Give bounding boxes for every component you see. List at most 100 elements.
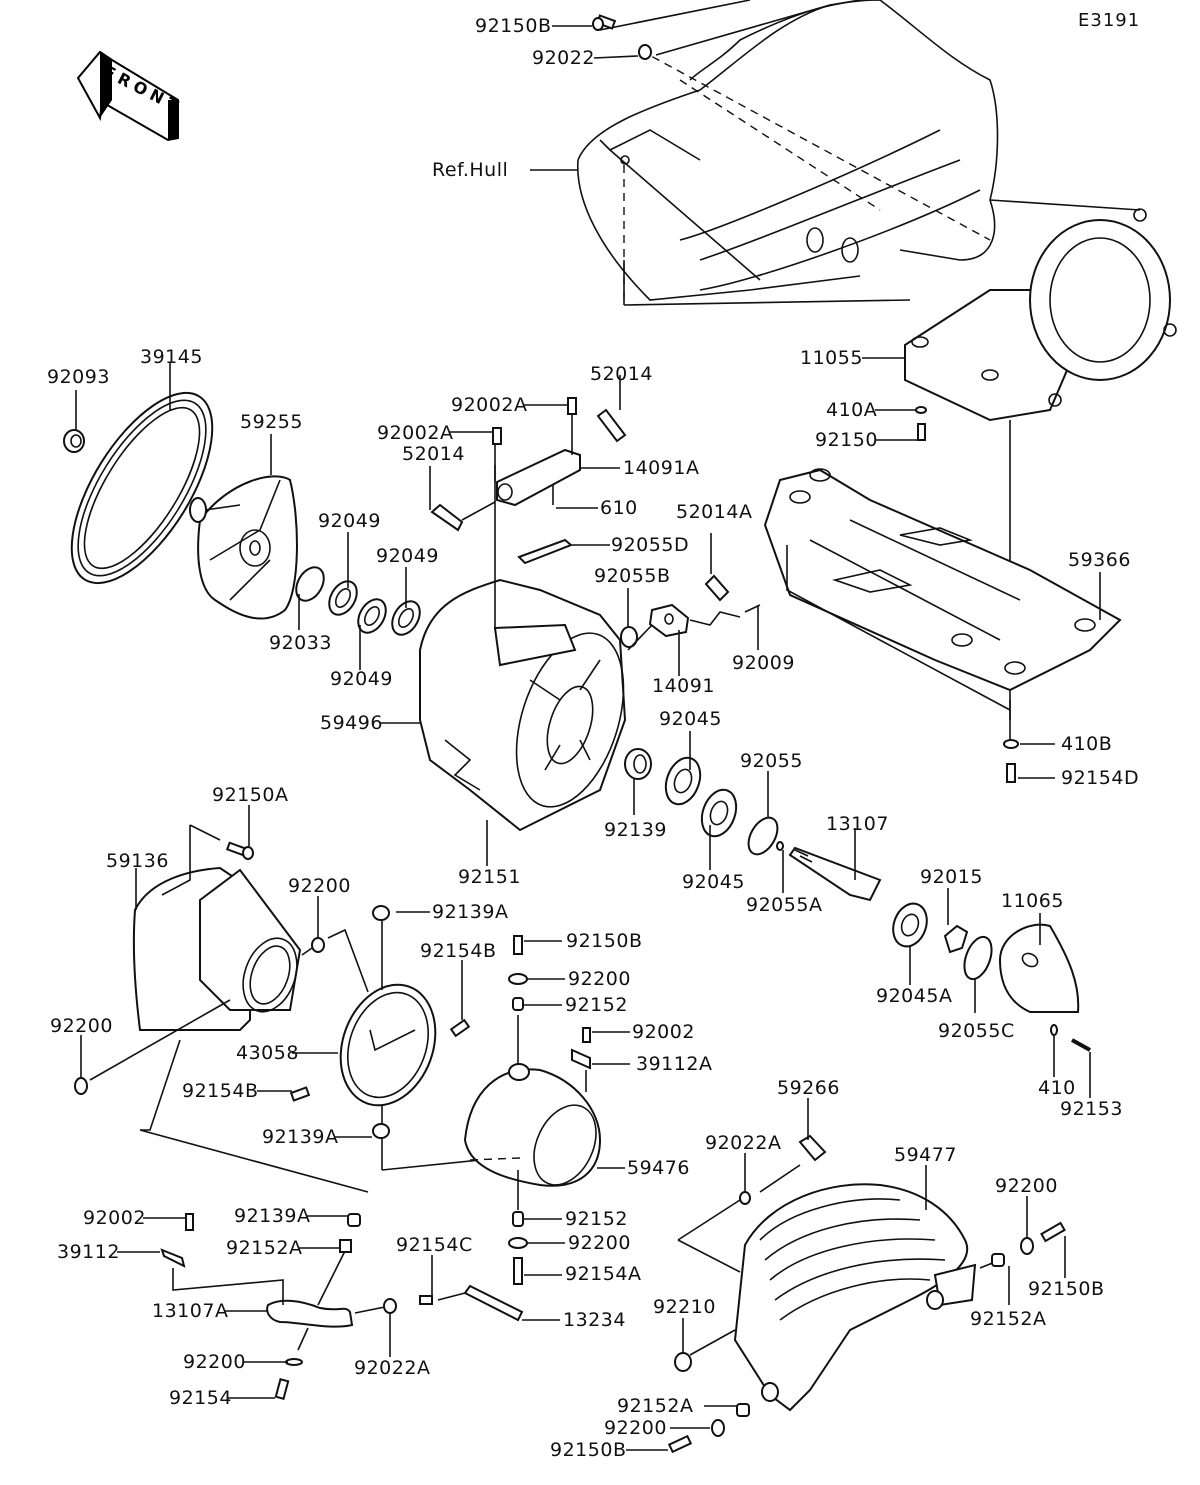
part-label-92150B[interactable]: 92150B (475, 15, 552, 37)
washer-92200-f (1020, 1237, 1034, 1255)
part-label-410[interactable]: 410 (1038, 1077, 1076, 1099)
part-label-92154A[interactable]: 92154A (565, 1263, 642, 1285)
part-label-92200[interactable]: 92200 (568, 968, 631, 990)
gasket-92055D (517, 538, 573, 565)
part-label-92045A[interactable]: 92045A (876, 985, 953, 1007)
part-label-92139A[interactable]: 92139A (262, 1126, 339, 1148)
part-label-92150B[interactable]: 92150B (566, 930, 643, 952)
part-label-52014[interactable]: 52014 (590, 363, 653, 385)
part-label-11065[interactable]: 11065 (1001, 890, 1064, 912)
part-label-92022A[interactable]: 92022A (705, 1132, 782, 1154)
part-label-14091[interactable]: 14091 (652, 675, 715, 697)
part-label-39145[interactable]: 39145 (140, 346, 203, 368)
part-label-13234[interactable]: 13234 (563, 1309, 626, 1331)
diagram-code: E3191 (1078, 10, 1141, 31)
part-label-43058[interactable]: 43058 (236, 1042, 299, 1064)
lever-39112 (160, 1248, 186, 1268)
part-label-92093[interactable]: 92093 (47, 366, 110, 388)
part-label-59366[interactable]: 59366 (1068, 549, 1131, 571)
part-label-92200[interactable]: 92200 (288, 875, 351, 897)
part-label-92009[interactable]: 92009 (732, 652, 795, 674)
part-label-11055[interactable]: 11055 (800, 347, 863, 369)
bolt-92150B-mid (513, 935, 523, 955)
part-label-92055B[interactable]: 92055B (594, 565, 671, 587)
part-label-92022[interactable]: 92022 (532, 47, 595, 69)
bolt-92002A-a (567, 397, 577, 415)
washer-410B (1003, 739, 1019, 749)
part-label-13107[interactable]: 13107 (826, 813, 889, 835)
part-label-92049[interactable]: 92049 (330, 668, 393, 690)
part-label-92154B[interactable]: 92154B (420, 940, 497, 962)
washer-410A (915, 406, 927, 414)
part-label-92154B[interactable]: 92154B (182, 1080, 259, 1102)
part-label-92200[interactable]: 92200 (568, 1232, 631, 1254)
part-label-92045[interactable]: 92045 (659, 708, 722, 730)
part-label-92055[interactable]: 92055 (740, 750, 803, 772)
part-label-610[interactable]: 610 (600, 497, 638, 519)
washer-92200-b (74, 1077, 88, 1095)
part-label-92200[interactable]: 92200 (50, 1015, 113, 1037)
bolt-92153 (1071, 1038, 1091, 1052)
seal-92049-b (357, 598, 387, 634)
part-label-14091A[interactable]: 14091A (623, 457, 700, 479)
part-label-92152A[interactable]: 92152A (617, 1395, 694, 1417)
part-label-92002A[interactable]: 92002A (377, 422, 454, 444)
part-label-59476[interactable]: 59476 (627, 1157, 690, 1179)
part-label-92139A[interactable]: 92139A (234, 1205, 311, 1227)
part-label-92200[interactable]: 92200 (604, 1417, 667, 1439)
part-label-92154[interactable]: 92154 (169, 1387, 232, 1409)
part-label-92152A[interactable]: 92152A (970, 1308, 1047, 1330)
part-label-92045[interactable]: 92045 (682, 871, 745, 893)
part-label-92002[interactable]: 92002 (83, 1207, 146, 1229)
part-label-52014A[interactable]: 52014A (676, 501, 753, 523)
part-label-92002[interactable]: 92002 (632, 1021, 695, 1043)
part-label-92055A[interactable]: 92055A (746, 894, 823, 916)
part-label-92150B[interactable]: 92150B (1028, 1278, 1105, 1300)
part-label-92022A[interactable]: 92022A (354, 1357, 431, 1379)
part-label-92210[interactable]: 92210 (653, 1296, 716, 1318)
part-label-92151[interactable]: 92151 (458, 866, 521, 888)
part-label-92049[interactable]: 92049 (318, 510, 381, 532)
part-label-59477[interactable]: 59477 (894, 1144, 957, 1166)
bushing-92152A-b (991, 1253, 1005, 1267)
part-label-92154C[interactable]: 92154C (396, 1234, 473, 1256)
part-label-39112A[interactable]: 39112A (636, 1053, 713, 1075)
fitting-52014A (704, 574, 730, 602)
part-label-59255[interactable]: 59255 (240, 411, 303, 433)
part-label-92154D[interactable]: 92154D (1061, 767, 1140, 789)
pin-13234 (437, 1284, 524, 1322)
part-label-92150[interactable]: 92150 (815, 429, 878, 451)
part-label-39112[interactable]: 39112 (57, 1241, 120, 1263)
part-label-92200[interactable]: 92200 (995, 1175, 1058, 1197)
part-label-59496[interactable]: 59496 (320, 712, 383, 734)
part-label-92015[interactable]: 92015 (920, 866, 983, 888)
bushing-92152-a (512, 997, 524, 1011)
part-label-92055C[interactable]: 92055C (938, 1020, 1015, 1042)
part-label-92153[interactable]: 92153 (1060, 1098, 1123, 1120)
part-label-52014[interactable]: 52014 (402, 443, 465, 465)
bushing-92139A-b (372, 1123, 390, 1139)
part-label-92150B[interactable]: 92150B (550, 1439, 627, 1461)
o-ring-92055A (776, 841, 784, 851)
part-label-59136[interactable]: 59136 (106, 850, 169, 872)
bolt-92150B-bot (667, 1434, 693, 1454)
part-label-92152[interactable]: 92152 (565, 1208, 628, 1230)
part-label-92002A[interactable]: 92002A (451, 394, 528, 416)
part-label-410A[interactable]: 410A (826, 399, 878, 421)
bolt-92002-a (582, 1027, 591, 1043)
part-label-13107A[interactable]: 13107A (152, 1300, 229, 1322)
part-label-92055D[interactable]: 92055D (611, 534, 690, 556)
part-label-92152A[interactable]: 92152A (226, 1237, 303, 1259)
part-label-92200[interactable]: 92200 (183, 1351, 246, 1373)
part-label-59266[interactable]: 59266 (777, 1077, 840, 1099)
steering-nozzle-59476 (463, 1015, 602, 1210)
part-label-92049[interactable]: 92049 (376, 545, 439, 567)
part-label-92139A[interactable]: 92139A (432, 901, 509, 923)
washer-92022-top (638, 44, 652, 60)
part-label-92139[interactable]: 92139 (604, 819, 667, 841)
impeller-59255 (189, 475, 298, 620)
part-label-92033[interactable]: 92033 (269, 632, 332, 654)
part-label-92152[interactable]: 92152 (565, 994, 628, 1016)
part-label-92150A[interactable]: 92150A (212, 784, 289, 806)
part-label-410B[interactable]: 410B (1061, 733, 1113, 755)
